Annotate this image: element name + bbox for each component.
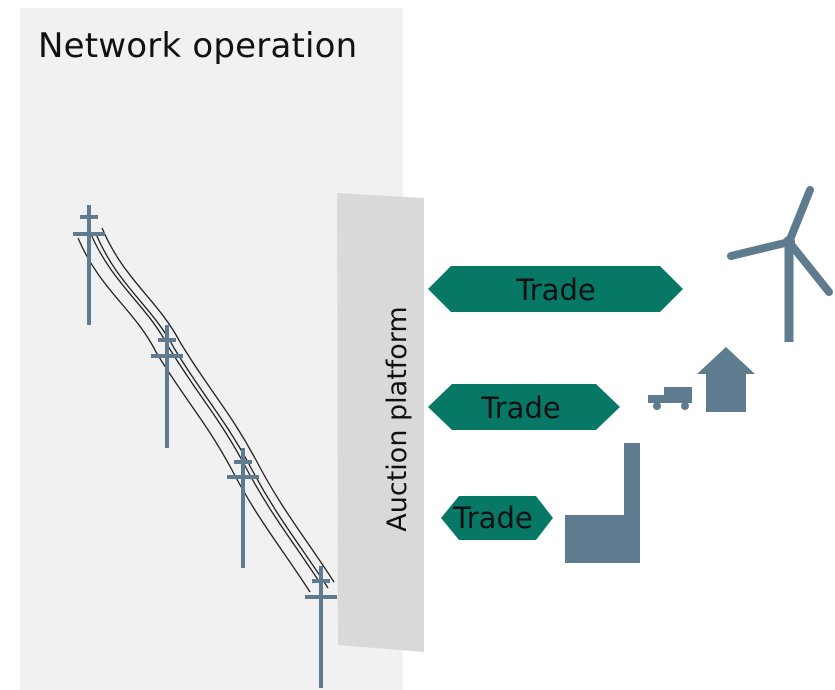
trade-label-3: Trade	[452, 501, 532, 535]
electric-vehicle-icon	[648, 387, 692, 410]
trade-label-1: Trade	[515, 273, 595, 307]
network-operation-title: Network operation	[38, 26, 358, 66]
auction-platform: Auction platform	[337, 193, 424, 652]
pylon-1	[73, 205, 105, 325]
factory-icon	[565, 443, 640, 563]
wind-turbine-icon	[727, 186, 833, 342]
trade-arrow-1: Trade	[428, 266, 683, 312]
trade-arrow-2: Trade	[428, 384, 620, 430]
pylon-2	[151, 325, 183, 448]
trade-arrow-3: Trade	[441, 496, 553, 540]
power-line-icon	[73, 205, 337, 688]
trade-label-2: Trade	[480, 391, 560, 425]
house-icon	[697, 347, 755, 412]
pylon-4	[305, 566, 337, 688]
auction-platform-label: Auction platform	[382, 306, 413, 531]
pylon-3	[227, 448, 259, 568]
